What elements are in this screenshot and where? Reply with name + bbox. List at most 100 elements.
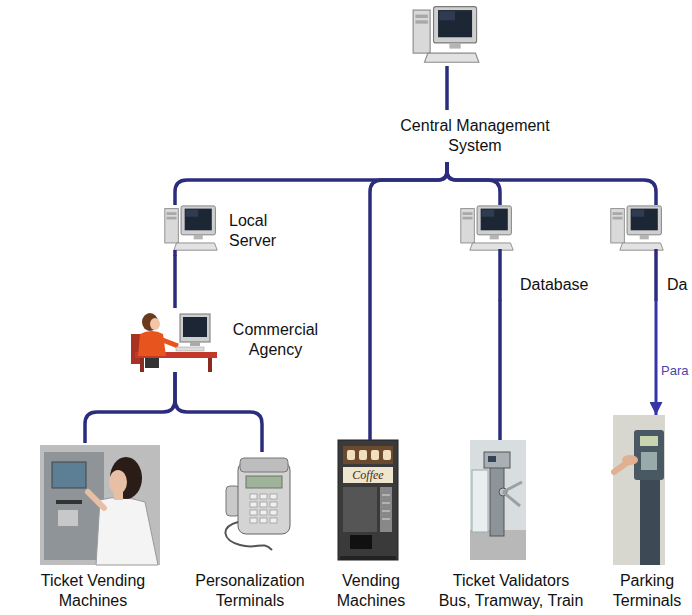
computer-icon [461, 206, 513, 250]
parking-terminal-photo [634, 430, 664, 480]
ticket-vending-photo [58, 510, 78, 526]
machine-sign: Coffee [343, 467, 393, 483]
wire-stub [445, 66, 449, 110]
ticket-validator-photo [484, 452, 510, 468]
agent-at-desk [183, 317, 207, 337]
agent-at-desk [176, 347, 204, 351]
agent-at-desk [140, 358, 144, 372]
agent-at-desk [180, 314, 210, 342]
agency-box: Commercial Agency [128, 308, 336, 372]
agent-at-desk [160, 339, 178, 346]
node-label: Database [520, 275, 589, 295]
vending-machine-photo [371, 450, 379, 460]
connector-line [175, 162, 447, 205]
wire-stub [175, 66, 656, 301]
parameter-arrow [655, 300, 658, 415]
vending-machine-photo [359, 450, 367, 460]
personalization-terminal-photo [250, 518, 257, 523]
personalization-terminal-photo [250, 494, 277, 523]
personalization-terminal-photo [260, 510, 267, 515]
ticket-vending-photo [52, 462, 86, 488]
vending-machine-photo [382, 495, 390, 496]
ticket-validator-photo [490, 458, 504, 536]
device-box: Ticket Vending Machines [18, 443, 168, 615]
parking-terminal-photo [613, 415, 665, 565]
node-label: Commercial Agency [228, 320, 323, 360]
computer-icon [413, 7, 479, 63]
personalization-terminal-photo [225, 522, 272, 550]
ticket-vending-photo [40, 445, 160, 565]
vending-machine-photo [343, 467, 393, 483]
vending-machine-photo [340, 556, 396, 560]
node-label: Ticket Vending Machines [26, 571, 161, 611]
vending-machine-photo [382, 503, 390, 504]
vending-machine-photo [338, 440, 398, 560]
node-label: Ticket Validators Bus, Tramway, Train [436, 571, 587, 611]
vending-machine-photo [343, 446, 393, 464]
computer-icon [165, 206, 217, 250]
ticket-validator-photo [470, 440, 526, 560]
vending-machine-photo [382, 519, 390, 520]
connector-line [175, 372, 262, 452]
wire-stub [654, 249, 658, 301]
personalization-terminal-photo [270, 518, 277, 523]
computer-icon [165, 7, 663, 251]
connector-line [370, 162, 447, 440]
connector-line [173, 255, 177, 308]
personalization-terminal-photo [260, 502, 267, 507]
label-holder: Coffee [343, 467, 393, 483]
wire-stub [498, 249, 502, 301]
system-label-box: Central Management System [394, 112, 557, 162]
agent-at-desk [131, 313, 217, 372]
ticket-vending-photo [40, 445, 160, 565]
database-box: Database [456, 205, 596, 300]
device-box: Personalization Terminals [178, 452, 322, 615]
personalization-terminal-photo [250, 494, 257, 499]
personalization-terminal-photo [246, 476, 282, 488]
node-label: Personalization Terminals [190, 571, 310, 611]
parking-terminal-photo [641, 452, 657, 470]
vending-machine-photo [347, 450, 355, 460]
connector-line [447, 162, 656, 205]
parking-terminal-photo [622, 455, 638, 465]
ticket-vending-photo [109, 470, 127, 494]
agent-at-desk [150, 318, 160, 330]
device-box: Ticket Validators Bus, Tramway, Train [425, 440, 597, 615]
vending-machine-photo [350, 535, 372, 549]
edge-label-holder: Para [661, 363, 688, 379]
ticket-vending-photo [110, 457, 142, 499]
ticket-vending-photo [56, 500, 82, 504]
parking-terminal-photo [613, 415, 665, 565]
personalization-terminal-photo [238, 462, 290, 534]
ticket-validator-photo [472, 470, 488, 532]
agent-at-desk [138, 331, 166, 356]
connector-line [447, 162, 500, 205]
node-label: Central Management System [398, 116, 553, 156]
vending-machine-photo [383, 450, 391, 460]
ticket-validator-photo [503, 492, 520, 506]
personalization-terminal-photo [225, 458, 290, 550]
node-label: Parking Terminals [608, 571, 686, 611]
connector-line [498, 300, 502, 440]
computer-icon [611, 206, 663, 250]
parking-terminal-photo [640, 436, 658, 446]
personalization-terminal-photo [250, 510, 257, 515]
node-label: Local Server [229, 211, 284, 251]
agent-at-desk [190, 342, 200, 346]
ticket-validator-photo [503, 482, 522, 492]
personalization-terminal-photo [240, 458, 288, 472]
personalization-terminal-photo [250, 502, 257, 507]
ticket-vending-photo [44, 452, 104, 560]
vending-machine-photo [343, 487, 377, 532]
vending-machine-photo [382, 511, 390, 512]
ticket-vending-photo [114, 492, 123, 500]
edge-label: Para [661, 363, 688, 379]
ticket-validator-photo [470, 440, 526, 560]
ticket-validator-photo [488, 456, 496, 462]
personalization-terminal-photo [260, 494, 267, 499]
personalization-terminal-photo [270, 502, 277, 507]
device-box: Parking Terminals [604, 415, 690, 615]
